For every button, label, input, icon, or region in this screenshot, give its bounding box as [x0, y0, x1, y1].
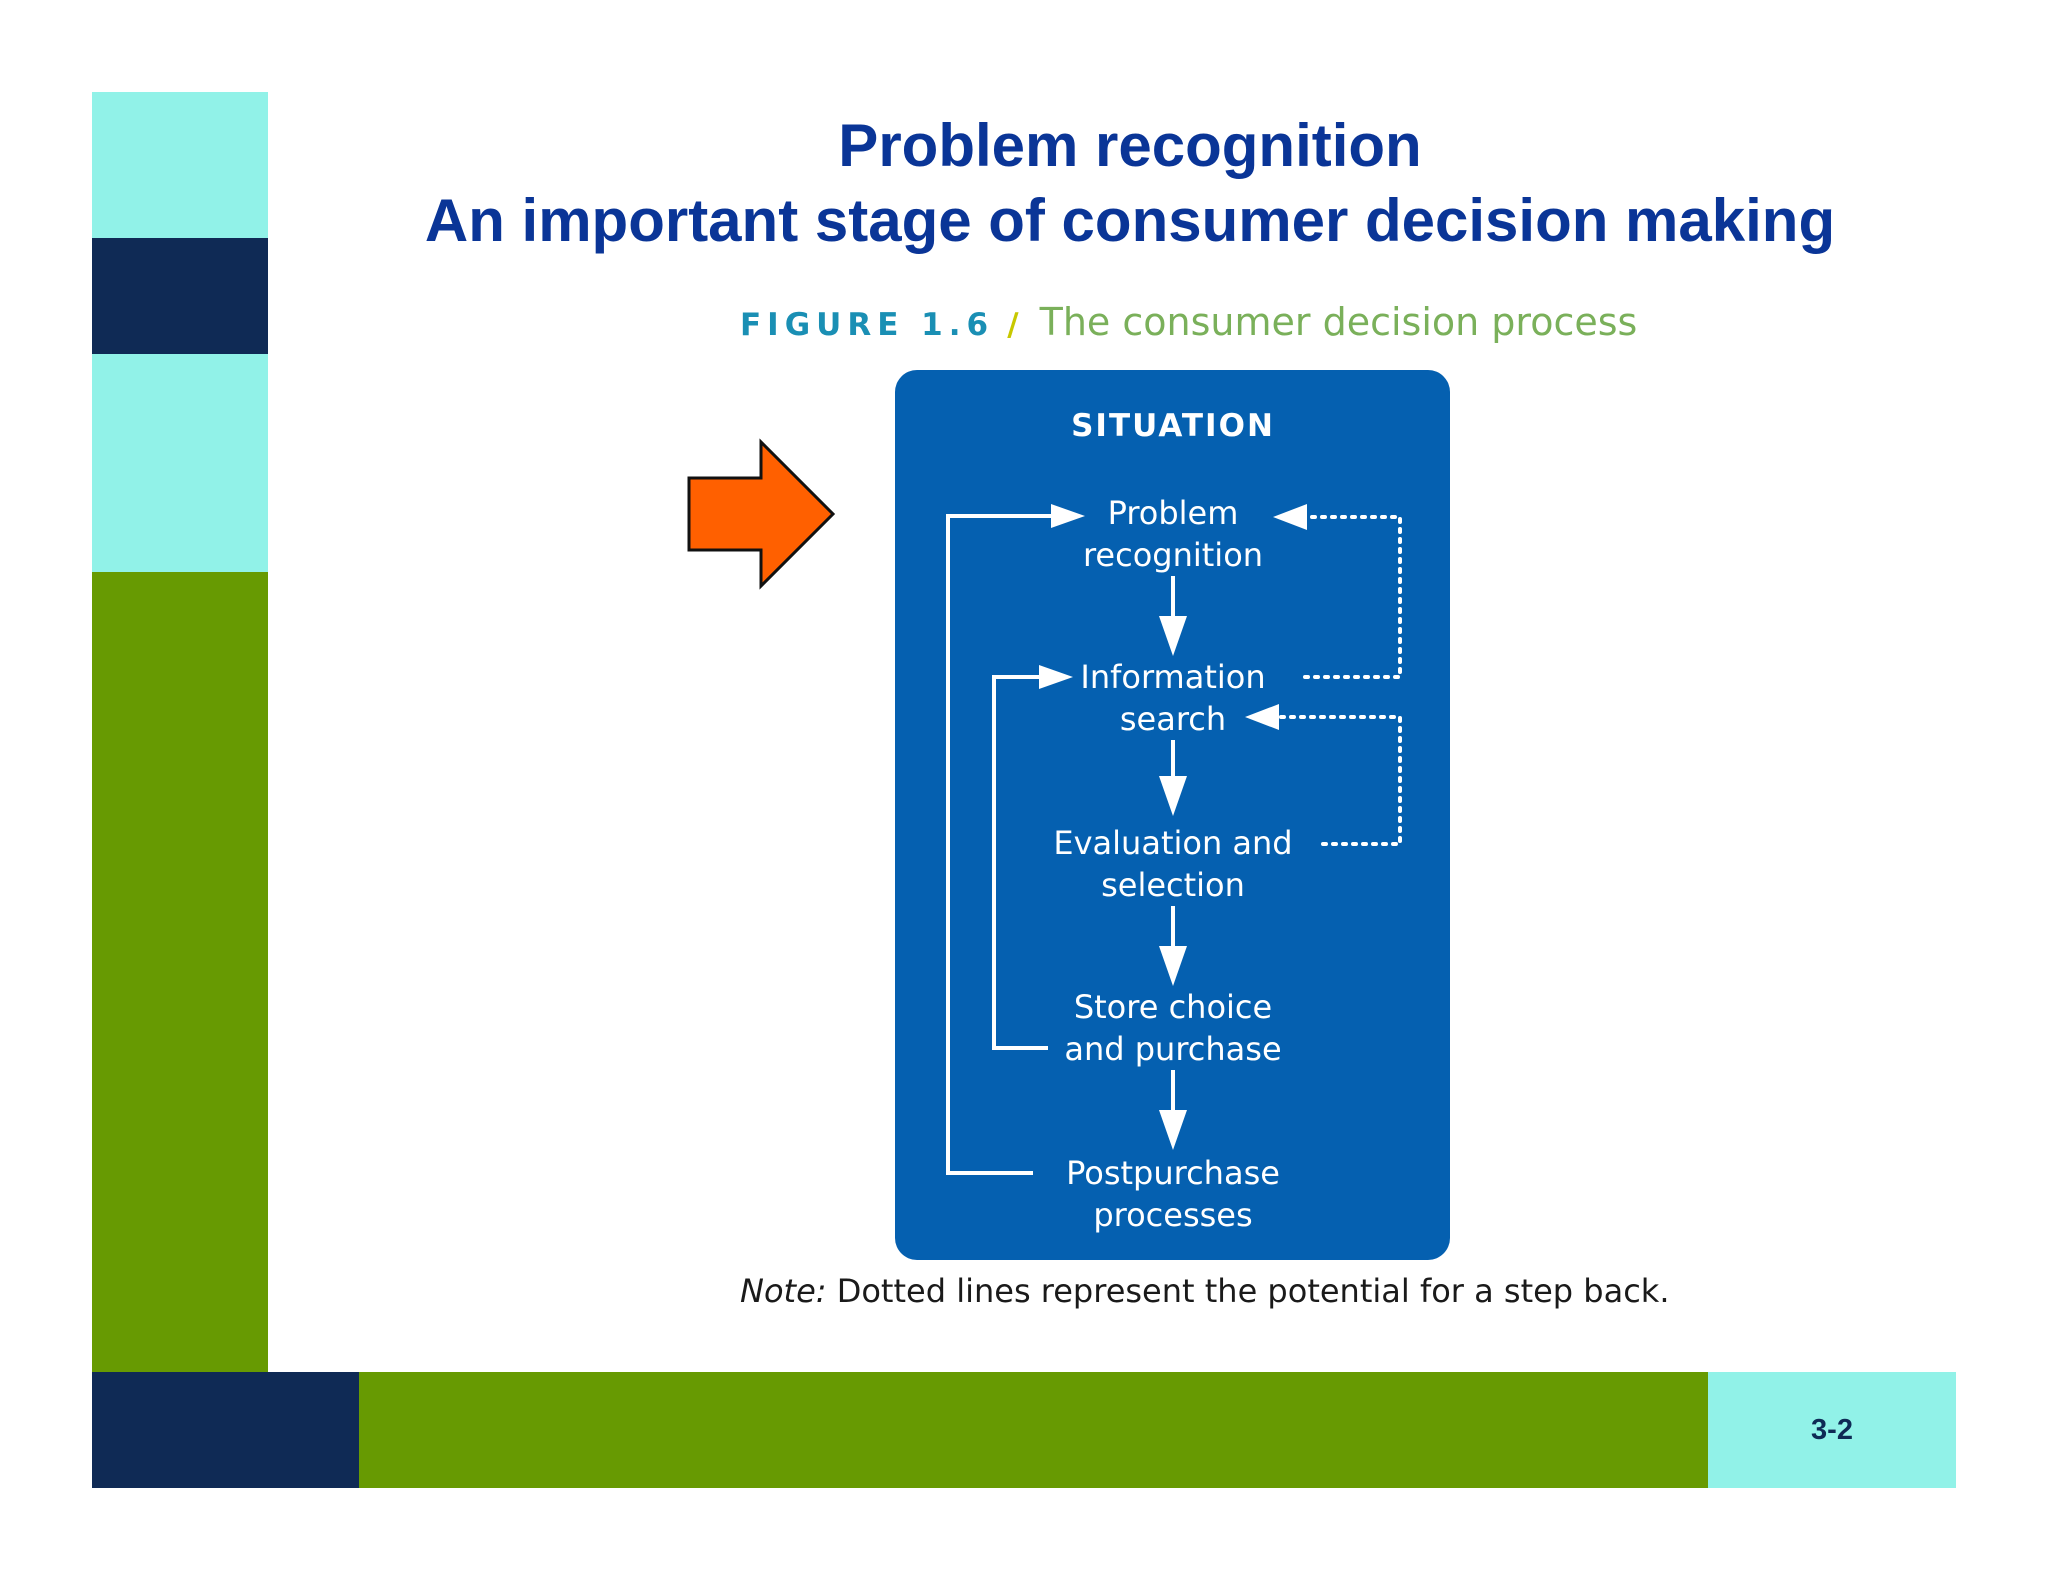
- stepback-arrowhead-problem-icon: [1273, 504, 1307, 530]
- left-band-green: [92, 572, 268, 1372]
- step-problem-recognition-line-2: recognition: [1083, 536, 1263, 574]
- step-problem-recognition-line-1: Problem: [1108, 494, 1239, 532]
- feedback-arrowhead-search-icon: [1039, 665, 1073, 689]
- bottom-band-green: [359, 1372, 1708, 1488]
- container-title: SITUATION: [1071, 408, 1275, 444]
- feedback-line-purchase-to-search: [992, 675, 1055, 1050]
- feedback-arrowhead-problem-icon: [1051, 504, 1085, 528]
- step-postpurchase-line-1: Postpurchase: [1066, 1154, 1280, 1192]
- left-band-aqua-top: [92, 92, 268, 238]
- step-postpurchase-line-2: processes: [1093, 1196, 1252, 1234]
- step-evaluation-line-2: selection: [1101, 866, 1245, 904]
- left-band-aqua-middle: [92, 354, 268, 572]
- feedback-line-postpurchase-to-problem: [946, 514, 1055, 1175]
- step-information-search-line-1: Information: [1080, 658, 1265, 696]
- bottom-band-aqua: [1708, 1372, 1956, 1488]
- figure-title: The consumer decision process: [1039, 300, 1638, 344]
- down-arrow-2-icon: [1159, 740, 1187, 816]
- figure-label: FIGURE 1.6: [740, 307, 995, 343]
- step-evaluation-line-1: Evaluation and: [1053, 824, 1292, 862]
- figure-separator: /: [1007, 307, 1019, 343]
- figure-note: Note: Dotted lines represent the potenti…: [740, 1272, 1670, 1310]
- down-arrow-4-icon: [1159, 1070, 1187, 1150]
- step-store-choice-line-2: and purchase: [1064, 1030, 1281, 1068]
- down-arrow-1-icon: [1159, 576, 1187, 656]
- slide-title-line-1: Problem recognition: [838, 112, 1422, 179]
- situation-container: SITUATION Problem recognition Informatio…: [895, 370, 1450, 1260]
- figure-caption: FIGURE 1.6 / The consumer decision proce…: [740, 300, 1637, 344]
- stepback-arrowhead-search-icon: [1245, 704, 1279, 730]
- left-band-navy: [92, 238, 268, 354]
- slide-number: 3-2: [1811, 1413, 1853, 1446]
- step-information-search-line-2: search: [1120, 700, 1226, 738]
- note-prefix: Note:: [740, 1272, 827, 1310]
- stepback-line-search-to-problem: [1303, 515, 1402, 679]
- slide-title-line-2: An important stage of consumer decision …: [424, 187, 1836, 254]
- highlight-arrow-icon: [687, 438, 836, 590]
- step-store-choice-line-1: Store choice: [1074, 988, 1272, 1026]
- note-text: Dotted lines represent the potential for…: [826, 1272, 1670, 1310]
- decision-process-diagram: SITUATION Problem recognition Informatio…: [946, 408, 1402, 1234]
- down-arrow-3-icon: [1159, 906, 1187, 986]
- stepback-line-evaluation-to-search: [1275, 715, 1402, 846]
- bottom-band-navy: [92, 1372, 359, 1488]
